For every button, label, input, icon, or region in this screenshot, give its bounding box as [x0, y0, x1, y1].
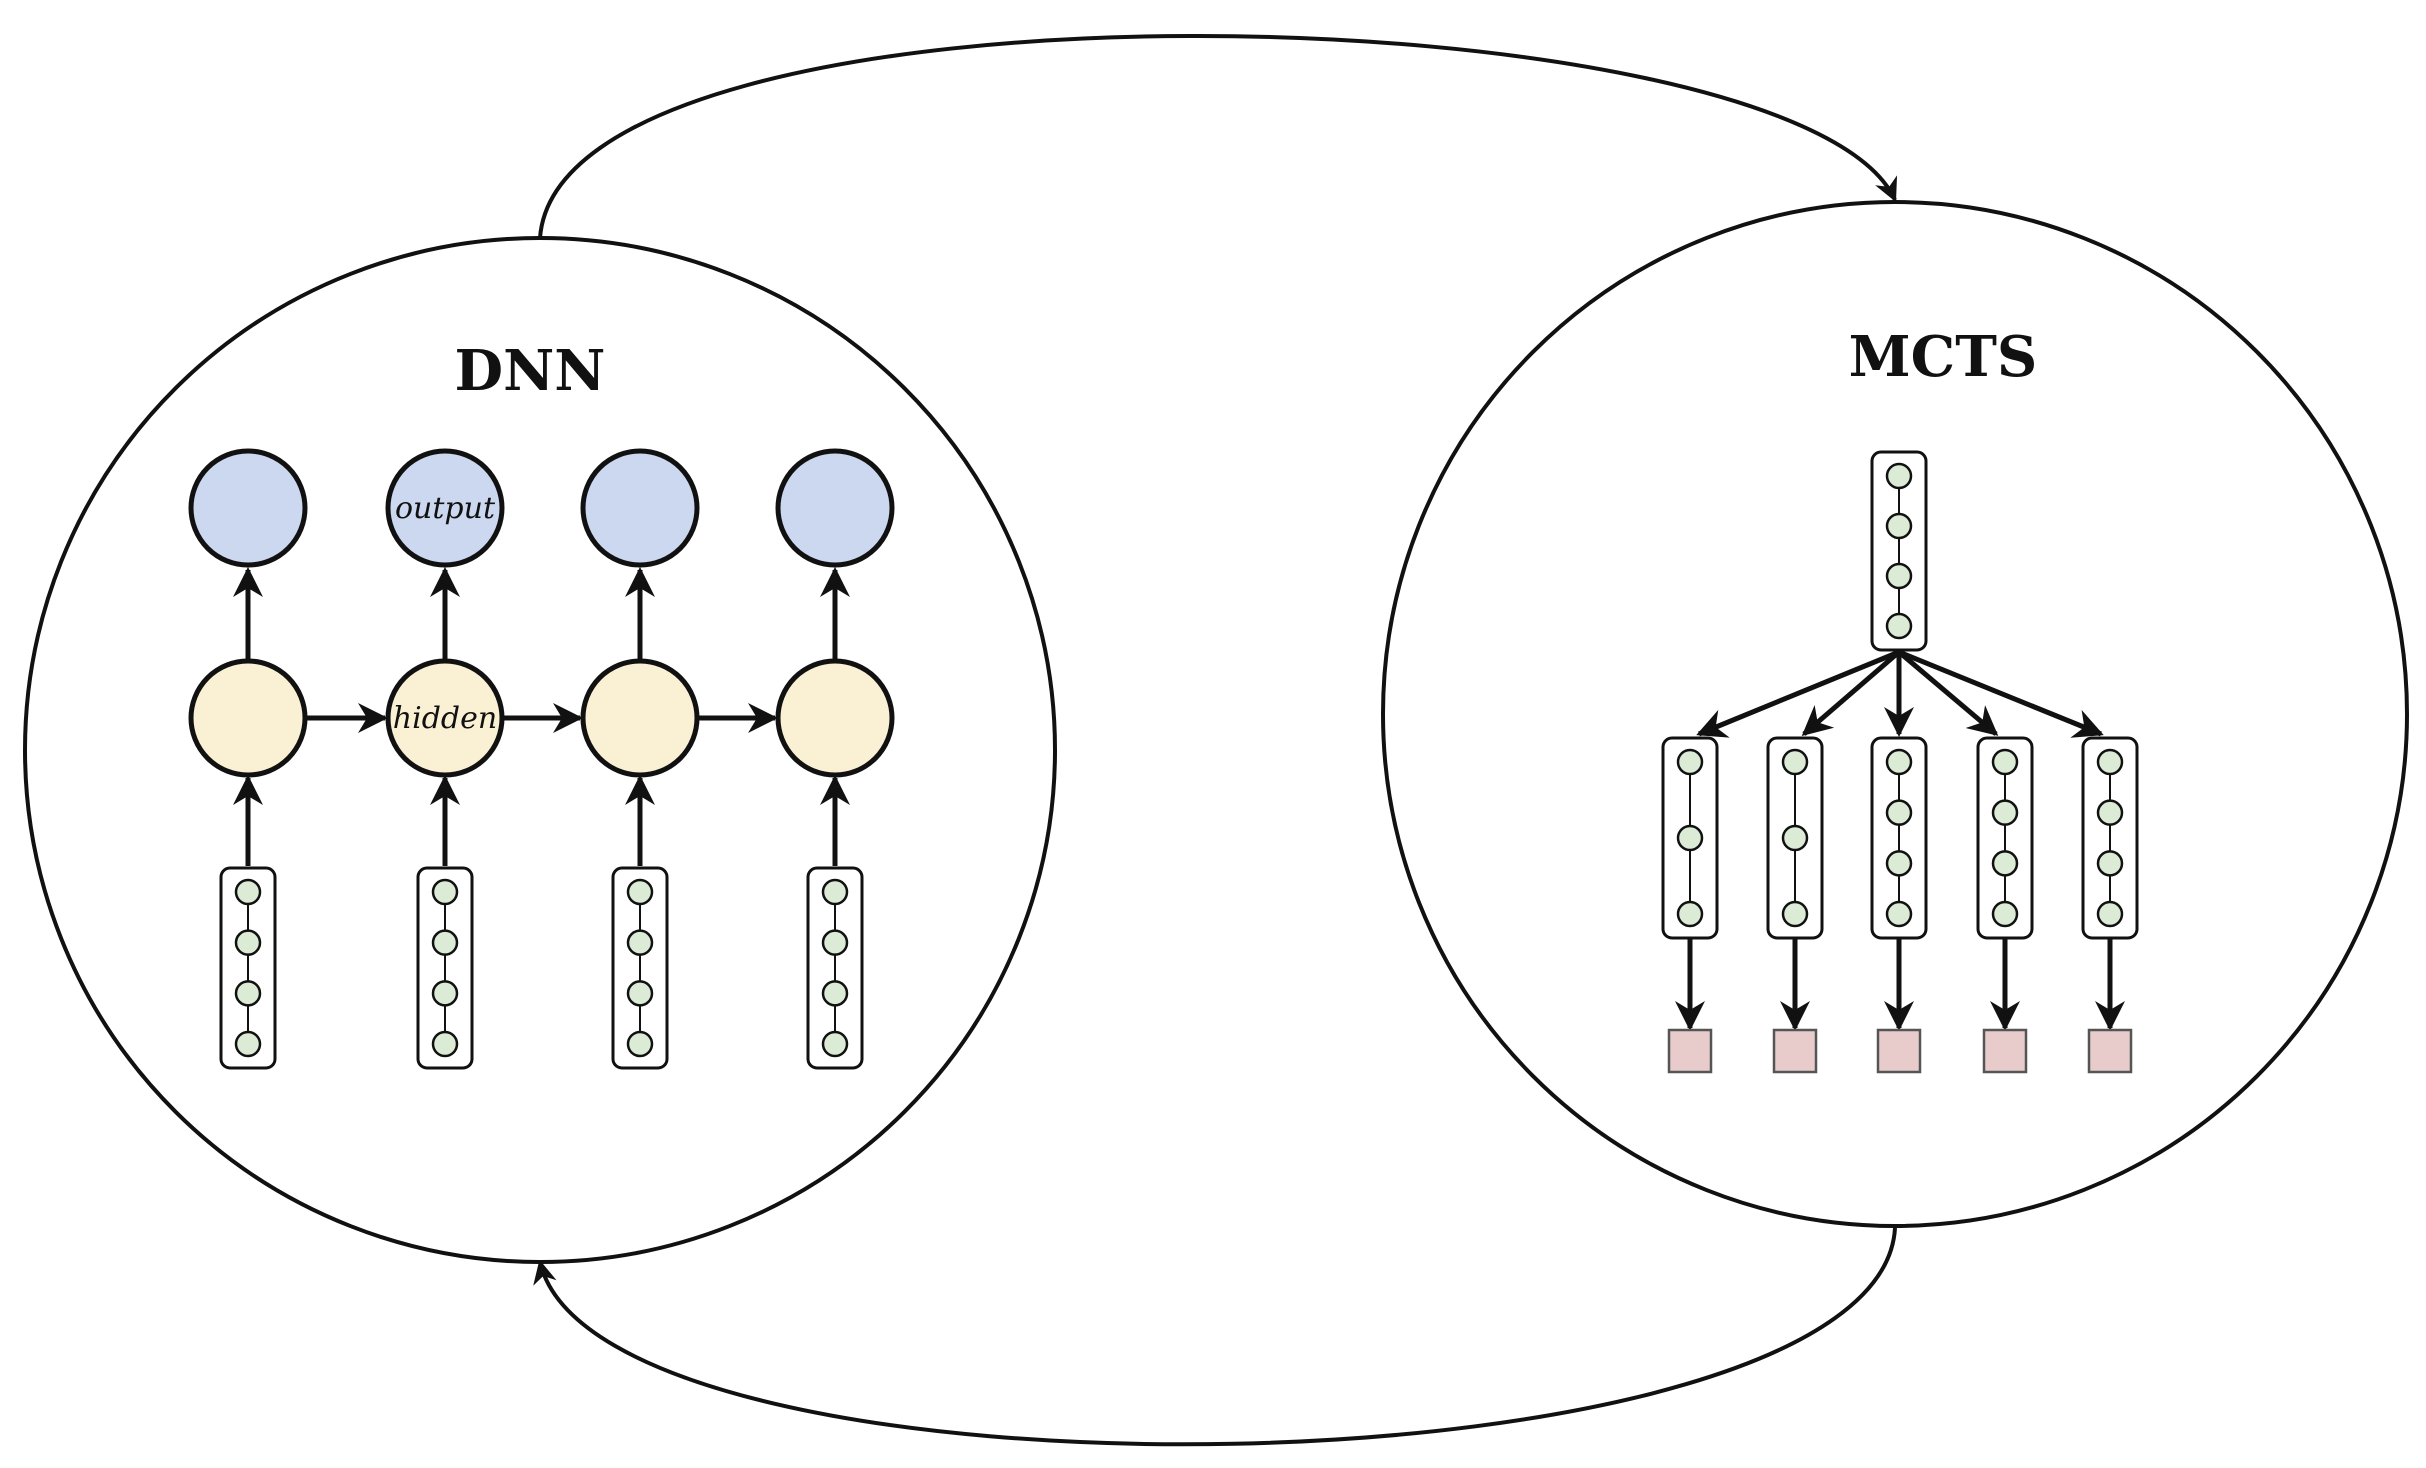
mcts-child-state-2: [1870, 736, 1928, 940]
dnn-input-vector-1-node-2: [431, 980, 459, 1007]
dnn-input-vector-0-node-1: [234, 929, 262, 956]
dnn-output-unit-2: [580, 448, 700, 568]
mcts-root-state: [1870, 450, 1928, 652]
dnn-input-vector-0-node-2: [234, 980, 262, 1007]
mcts-arrow-expand-1: [1801, 650, 1901, 736]
dnn-input-vector-2: [611, 866, 669, 1070]
mcts-title: MCTS: [1849, 324, 2038, 390]
dnn-input-vector-2-node-0: [626, 878, 654, 906]
dnn-input-vector-1-node-1: [431, 929, 459, 956]
dnn-output-unit-1: [385, 448, 505, 568]
mcts-child-state-3: [1976, 736, 2034, 940]
dnn-input-vector-1-node-0: [431, 878, 459, 906]
mcts-child-state-0-node-1: [1676, 824, 1704, 852]
mcts-child-state-3-node-1: [1991, 799, 2019, 826]
mcts-child-state-4-node-1: [2096, 799, 2124, 826]
dnn-hidden-unit-2: [580, 658, 700, 778]
mcts-root-state-node-0: [1885, 462, 1913, 490]
dnn-input-vector-0: [219, 866, 277, 1070]
mcts-arrow-expand-0: [1696, 649, 1900, 738]
edge-dnn-to-mcts: [538, 34, 1897, 239]
mcts-child-state-3-node-2: [1991, 850, 2019, 877]
mcts-leaf-2: [1876, 1028, 1922, 1074]
mcts-child-state-2-node-3: [1885, 900, 1913, 928]
dnn-title: DNN: [455, 338, 606, 404]
mcts-child-state-0-node-0: [1676, 748, 1704, 776]
mcts-child-state-4: [2081, 736, 2139, 940]
edge-mcts-to-dnn: [533, 1227, 1897, 1447]
dnn-input-vector-3-node-2: [821, 980, 849, 1007]
mcts-root-state-node-2: [1885, 562, 1913, 590]
mcts-child-state-2-node-0: [1885, 748, 1913, 776]
mcts-search-tree: [1661, 450, 2139, 1074]
dnn-recurrent-network: output hidden: [188, 448, 895, 1070]
mcts-child-state-4-node-0: [2096, 748, 2124, 776]
dnn-output-unit-3: [775, 448, 895, 568]
mcts-child-state-0: [1661, 736, 1719, 940]
dnn-hidden-unit-0: [188, 658, 308, 778]
mcts-child-state-2-node-2: [1885, 850, 1913, 877]
dnn-input-vector-2-node-3: [626, 1030, 654, 1058]
mcts-child-state-1: [1766, 736, 1824, 940]
mcts-child-state-1-node-1: [1781, 824, 1809, 852]
dnn-input-vector-3: [806, 866, 864, 1070]
dnn-input-vector-2-node-1: [626, 929, 654, 956]
mcts-arrow-expand-3: [1897, 650, 1999, 736]
mcts-child-state-0-node-2: [1676, 900, 1704, 928]
dnn-input-vector-3-node-3: [821, 1030, 849, 1058]
dnn-input-vector-3-node-0: [821, 878, 849, 906]
mcts-child-state-1-node-2: [1781, 900, 1809, 928]
dnn-input-vector-0-node-0: [234, 878, 262, 906]
dnn-input-vector-0-node-3: [234, 1030, 262, 1058]
mcts-leaf-1: [1772, 1028, 1818, 1074]
dnn-output-label: output: [395, 491, 496, 526]
mcts-child-state-3-node-0: [1991, 748, 2019, 776]
dnn-hidden-unit-3: [775, 658, 895, 778]
mcts-leaf-4: [2087, 1028, 2133, 1074]
mcts-root-state-node-3: [1885, 612, 1913, 640]
dnn-input-vector-3-node-1: [821, 929, 849, 956]
mcts-child-state-4-node-3: [2096, 900, 2124, 928]
mcts-child-state-4-node-2: [2096, 850, 2124, 877]
mcts-child-state-1-node-0: [1781, 748, 1809, 776]
dnn-input-vector-2-node-2: [626, 980, 654, 1007]
dnn-hidden-label: hidden: [393, 701, 497, 736]
dnn-input-vector-1: [416, 866, 474, 1070]
mcts-leaf-3: [1982, 1028, 2028, 1074]
dnn-input-vector-1-node-3: [431, 1030, 459, 1058]
mcts-arrow-expand-4: [1898, 649, 2104, 738]
dnn-output-unit-0: [188, 448, 308, 568]
mcts-child-state-3-node-3: [1991, 900, 2019, 928]
mcts-root-state-node-1: [1885, 512, 1913, 540]
mcts-child-state-2-node-1: [1885, 799, 1913, 826]
mcts-leaf-0: [1667, 1028, 1713, 1074]
